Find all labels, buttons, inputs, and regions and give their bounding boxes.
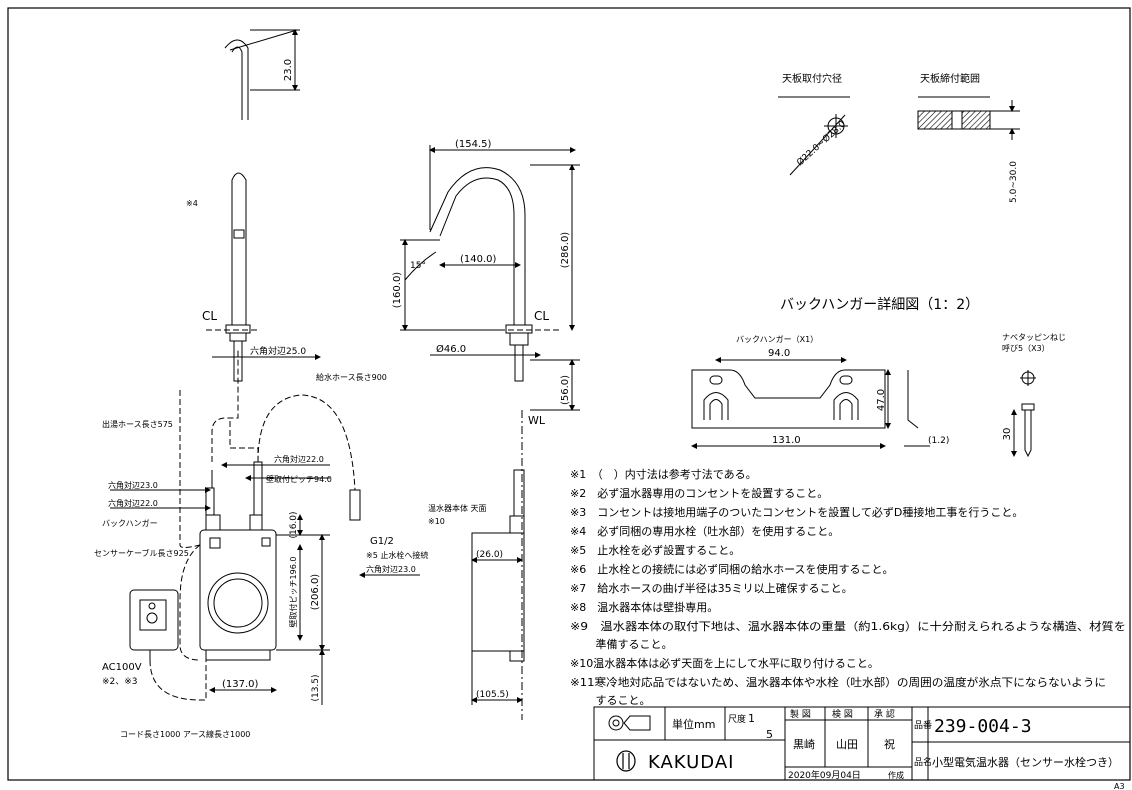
label-cord: コード長さ1000 アース線長さ1000 — [120, 729, 250, 739]
note-line: ※1 （ ）内寸法は参考寸法である。 — [570, 467, 757, 481]
tb-h-seizu: 製 図 — [790, 708, 811, 720]
label-hanger-sub: バックハンガー（X1） — [736, 334, 818, 344]
dim-131: 131.0 — [772, 435, 801, 446]
note-line: すること。 — [570, 694, 651, 707]
tb-product: 小型電気温水器（センサー水栓つき） — [932, 755, 1119, 769]
tb-date-suffix: 作成 — [888, 770, 904, 780]
label-hole-title: 天板取付穴径 — [782, 72, 842, 85]
kakudai-logo-icon — [616, 750, 636, 772]
water-heater-side — [471, 469, 525, 662]
dim-hex22a: 六角対辺22.0 — [274, 454, 324, 464]
note-line: ※11寒冷地対応品ではないため、温水器本体や水栓（吐水部）の周囲の温度が氷点下に… — [570, 675, 1106, 689]
tb-date: 2020年09月04日 — [788, 769, 861, 781]
dim-94: 94.0 — [768, 348, 790, 359]
dim-hex25: 六角対辺25.0 — [250, 345, 306, 357]
note-line: ※3 コンセントは接地用端子のついたコンセントを設置して必ずD種接地工事を行うこ… — [570, 505, 1023, 519]
dim-30: 30 — [1002, 428, 1013, 441]
dim-47: 47.0 — [876, 389, 887, 411]
dim-286: (286.0) — [560, 232, 571, 269]
dim-16: (16.0) — [289, 511, 299, 538]
label-ac-note: ※2、※3 — [102, 677, 138, 687]
tb-name-label: 品名 — [914, 756, 932, 768]
label-note4: ※4 — [186, 199, 198, 208]
tb-h-kenzu: 検 図 — [832, 708, 853, 720]
notes-list: ※1 （ ）内寸法は参考寸法である。 ※2 必ず温水器専用のコンセントを設置する… — [570, 467, 1126, 707]
dim-26: (26.0) — [476, 550, 503, 560]
tb-n1: 黒崎 — [793, 737, 815, 751]
tb-sheet: A3 — [1114, 782, 1125, 790]
drawing-border — [7, 7, 1131, 781]
dim-pitch196: 壁取付ピッチ196.0 — [288, 557, 298, 628]
dim-hole: Ø22.0~Ø28.0 — [795, 119, 848, 169]
label-heater-top-1: 温水器本体 天面 — [428, 503, 487, 513]
label-screw-1: ナベタッピンねじ — [1002, 333, 1066, 342]
dim-23: 23.0 — [283, 59, 294, 81]
label-range-title: 天板締付範囲 — [920, 72, 980, 85]
dim-15: 15° — [410, 261, 426, 271]
faucet-side-view — [206, 29, 298, 382]
tb-scale-label: 尺度 — [728, 713, 746, 725]
label-back-hanger: バックハンガー — [102, 518, 158, 528]
label-heater-top-2: ※10 — [428, 517, 445, 526]
label-g12: G1/2 — [370, 536, 394, 547]
label-sensor-cable: センサーケーブル長さ925 — [94, 548, 189, 558]
dim-56: (56.0) — [560, 375, 571, 405]
tb-part-no: 239-004-3 — [934, 716, 1032, 737]
dim-206: (206.0) — [310, 574, 321, 611]
tb-n2: 山田 — [836, 738, 858, 751]
tb-brand: KAKUDAI — [648, 752, 734, 773]
label-hot-hose: 出湯ホース長さ575 — [102, 419, 173, 429]
label-cl-left: CL — [202, 309, 217, 323]
label-screw-2: 呼び5（X3） — [1002, 343, 1050, 353]
dim-140: (140.0) — [460, 254, 497, 265]
dim-pitch94: 壁取付ピッチ94.0 — [266, 474, 332, 484]
dim-hex23b: 六角対辺23.0 — [366, 564, 416, 574]
clamp-range-detail — [917, 96, 1020, 140]
label-cl-right: CL — [534, 309, 549, 323]
note-line: ※6 止水栓との接続には必ず同梱の給水ホースを使用すること。 — [570, 562, 894, 576]
hole-diameter-detail — [778, 96, 850, 176]
tb-n3: 祝 — [884, 737, 895, 751]
note-line: ※10温水器本体は必ず天面を上にして水平に取り付けること。 — [570, 656, 879, 670]
tb-unit: 単位mm — [672, 717, 715, 731]
tb-h-shonin: 承 認 — [874, 708, 895, 720]
tb-scale-num: 1 — [748, 712, 755, 725]
note-line: ※2 必ず温水器専用のコンセントを設置すること。 — [570, 486, 828, 500]
note-line: 準備すること。 — [570, 637, 673, 651]
note-line: ※8 温水器本体は壁掛専用。 — [570, 600, 718, 614]
dim-154: (154.5) — [455, 139, 492, 150]
dim-137: (137.0) — [222, 679, 259, 690]
dim-range: 5.0~30.0 — [1009, 161, 1019, 203]
label-water-hose: 給水ホース長さ900 — [316, 372, 387, 382]
dim-1-2: (1.2) — [928, 436, 949, 446]
note-line: ※7 給水ホースの曲げ半径は35ミリ以上確保すること。 — [570, 581, 853, 595]
dim-105: (105.5) — [476, 690, 509, 700]
tb-scale-den: 5 — [766, 728, 773, 741]
tb-part-label: 品番 — [914, 719, 932, 731]
label-hanger-title: バックハンガー詳細図（1：2） — [780, 297, 979, 313]
title-block — [593, 706, 1131, 781]
label-wl: WL — [528, 414, 546, 427]
dim-13: (13.5) — [311, 674, 321, 701]
back-hanger-detail — [691, 357, 930, 449]
dim-hex22b: 六角対辺22.0 — [108, 498, 158, 508]
label-valve-note: ※5 止水栓へ接続 — [366, 550, 428, 560]
note-line: ※5 止水栓を必ず設置すること。 — [570, 543, 740, 557]
dim-hex23a: 六角対辺23.0 — [108, 480, 158, 490]
dim-phi46: Ø46.0 — [436, 343, 466, 355]
label-ac100: AC100V — [102, 662, 142, 673]
note-line: ※9 温水器本体の取付下地は、温水器本体の重量（約1.6kg）に十分耐えられるよ… — [570, 619, 1126, 633]
water-heater-front — [129, 350, 361, 701]
dim-160: (160.0) — [392, 272, 403, 309]
faucet-front-view — [429, 167, 560, 382]
note-line: ※4 必ず同梱の専用水栓（吐水部）を使用すること。 — [570, 524, 839, 538]
tapping-screw — [1011, 370, 1036, 458]
